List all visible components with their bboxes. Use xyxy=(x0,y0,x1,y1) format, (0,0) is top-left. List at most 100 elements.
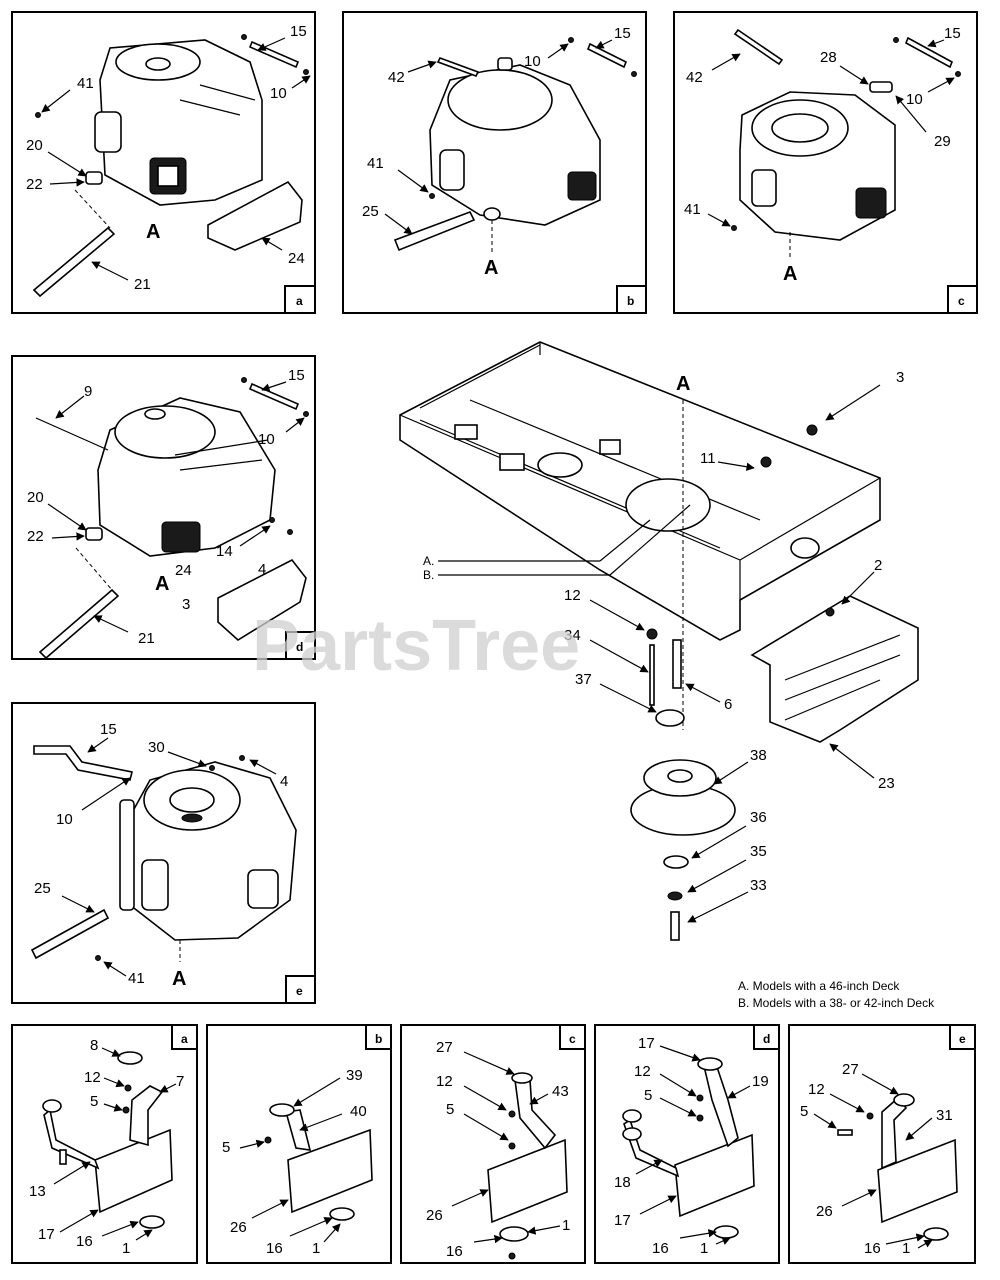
callout-27: 27 xyxy=(842,1061,859,1078)
guard xyxy=(713,1225,739,1239)
gasket xyxy=(269,1103,295,1117)
frame-marker: A xyxy=(676,373,690,395)
pin xyxy=(248,40,300,69)
callout-10: 10 xyxy=(906,91,923,108)
callout-3: 3 xyxy=(182,596,190,613)
callout-40: 40 xyxy=(350,1103,367,1120)
frame-hole xyxy=(537,452,583,478)
leader xyxy=(261,381,287,392)
gasket xyxy=(622,1109,642,1123)
leader xyxy=(473,1234,503,1244)
engine-base xyxy=(161,521,201,553)
pin-end xyxy=(241,377,247,383)
callout-16: 16 xyxy=(864,1240,881,1257)
guard xyxy=(499,1226,529,1242)
callout-26: 26 xyxy=(230,1219,247,1236)
callout-24: 24 xyxy=(175,562,192,579)
leader xyxy=(463,1085,507,1111)
callout-27: 27 xyxy=(436,1039,453,1056)
callout-15: 15 xyxy=(614,25,631,42)
engine-panel-e: e 15 30 4 10 25 41 A xyxy=(11,702,316,1004)
callout-26: 26 xyxy=(816,1203,833,1220)
exhaust-pipe xyxy=(703,1063,739,1148)
leader xyxy=(49,178,85,187)
fan-cap xyxy=(145,57,171,71)
exhaust-pipe xyxy=(514,1079,557,1150)
leader xyxy=(47,151,87,177)
bolt xyxy=(35,112,41,118)
pulley-opening xyxy=(625,478,711,532)
leader xyxy=(905,1117,933,1141)
muffler-body xyxy=(94,1128,173,1214)
callout-8: 8 xyxy=(90,1037,98,1054)
leader xyxy=(463,1051,515,1075)
callout-4: 4 xyxy=(258,561,266,578)
dipstick-tube xyxy=(119,799,135,911)
center-marker: A xyxy=(172,968,186,990)
callout-42: 42 xyxy=(686,69,703,86)
bolt xyxy=(731,225,737,231)
callout-17: 17 xyxy=(38,1226,55,1243)
leader xyxy=(659,1097,697,1117)
leader xyxy=(239,1139,265,1149)
callout-16: 16 xyxy=(652,1240,669,1257)
dipstick-tube xyxy=(38,588,120,660)
callout-15: 15 xyxy=(288,367,305,384)
bolt xyxy=(209,765,215,771)
callout-15: 15 xyxy=(944,25,961,42)
leader xyxy=(251,1199,289,1219)
bolt xyxy=(837,1129,853,1136)
leader xyxy=(159,1083,177,1093)
bolt xyxy=(825,607,835,617)
gasket xyxy=(622,1127,642,1141)
nut xyxy=(508,1110,516,1118)
oil-fill-tube xyxy=(33,745,133,781)
nut xyxy=(667,891,683,901)
panel-tag: d xyxy=(763,1032,770,1046)
leader xyxy=(927,77,955,93)
leader xyxy=(167,751,207,768)
callout-43: 43 xyxy=(552,1083,569,1100)
panel-tag: d xyxy=(296,640,303,654)
exhaust-pipe xyxy=(43,1108,100,1170)
blower-housing xyxy=(447,69,553,131)
callout-10: 10 xyxy=(270,85,287,102)
muffler-panel-e: e 27 12 5 31 26 16 1 xyxy=(788,1024,976,1264)
callout-10: 10 xyxy=(56,811,73,828)
muffler-panel-a: a 8 12 7 5 13 17 16 1 xyxy=(11,1024,198,1264)
leader xyxy=(55,395,85,419)
pin-end xyxy=(893,37,899,43)
leader xyxy=(711,53,741,71)
callout-12: 12 xyxy=(634,1063,651,1080)
callout-37: 37 xyxy=(575,671,592,688)
gasket xyxy=(697,1057,723,1071)
leader xyxy=(261,237,283,251)
panel-frame xyxy=(342,11,647,314)
leader xyxy=(101,1220,139,1237)
bushing xyxy=(655,709,685,727)
callout-12: 12 xyxy=(84,1069,101,1086)
leader xyxy=(687,891,749,923)
fuel-filter xyxy=(439,149,465,191)
callout-41: 41 xyxy=(684,201,701,218)
panel-tag-box xyxy=(285,975,316,1004)
bolt xyxy=(508,1252,516,1260)
ref-line-a xyxy=(599,519,651,562)
callout-33: 33 xyxy=(750,877,767,894)
bolt-shank xyxy=(672,639,682,689)
pin xyxy=(248,382,300,411)
leader xyxy=(825,384,881,421)
bolt xyxy=(239,755,245,761)
rod xyxy=(436,57,480,77)
frame-slot xyxy=(499,453,525,471)
leader xyxy=(691,825,747,859)
engine-detail xyxy=(179,84,256,116)
panel-tag-box xyxy=(365,1024,392,1050)
center-marker: A xyxy=(155,573,169,595)
dipstick-tube xyxy=(393,210,476,252)
guard xyxy=(923,1227,949,1241)
leader xyxy=(895,95,927,133)
frame-edges xyxy=(399,342,881,600)
